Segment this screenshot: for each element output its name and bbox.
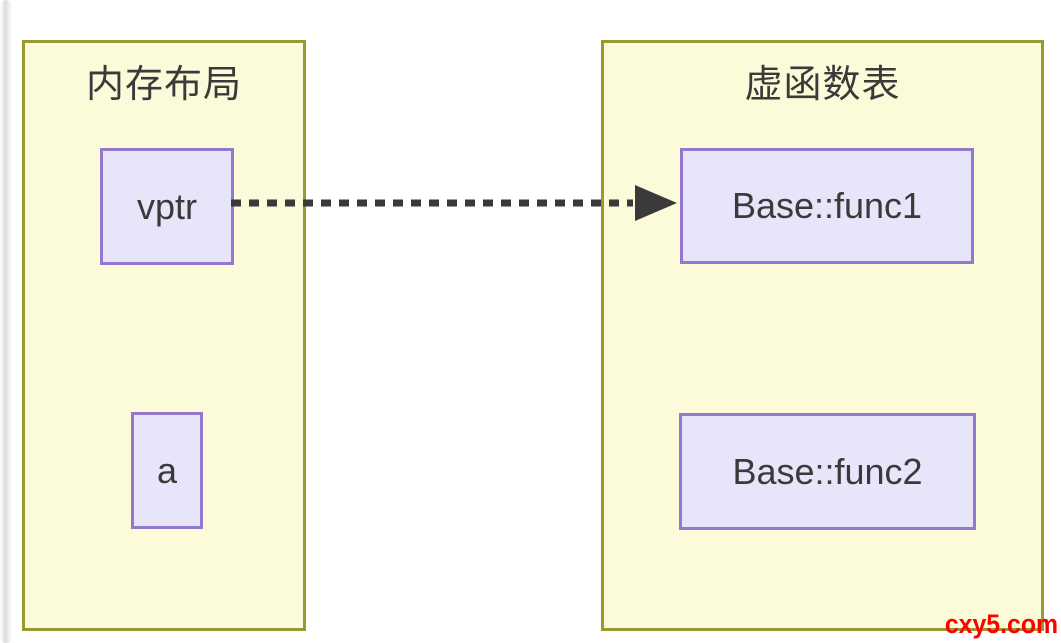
memory-layout-panel: 内存布局 vptr a [22, 40, 306, 631]
arrowhead-icon [635, 185, 677, 221]
func2-cell: Base::func2 [679, 413, 976, 530]
func2-label: Base::func2 [732, 450, 923, 492]
vptr-cell: vptr [100, 148, 234, 265]
member-a-cell: a [131, 412, 203, 529]
watermark: cxy5.com [944, 609, 1058, 639]
func1-cell: Base::func1 [680, 148, 974, 264]
page-edge-shade [0, 0, 12, 643]
vptr-to-func1-arrow [231, 185, 677, 221]
vptr-label: vptr [136, 185, 197, 227]
vtable-title: 虚函数表 [744, 64, 901, 106]
memory-layout-title: 内存布局 [85, 64, 242, 106]
func1-label: Base::func1 [731, 185, 923, 226]
member-a-label: a [156, 449, 178, 491]
vtable-panel: 虚函数表 Base::func1 Base::func2 [601, 40, 1044, 631]
